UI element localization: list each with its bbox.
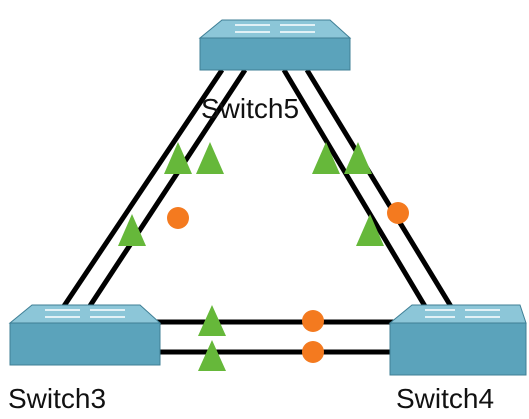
switch5-label: Switch5 — [201, 93, 299, 124]
switch4-port-arrows-icon — [425, 309, 500, 318]
blocking-circle-icon — [302, 341, 324, 363]
forwarding-triangle-icon — [196, 142, 224, 174]
forwarding-triangle-icon — [198, 340, 226, 371]
forwarding-triangle-icon — [198, 305, 226, 336]
switch3-front-face — [9, 322, 161, 366]
forwarding-port-indicators — [118, 142, 384, 371]
blocking-circle-icon — [302, 310, 324, 332]
link-switch5-switch4-b[interactable] — [304, 68, 461, 320]
blocking-circle-icon — [167, 207, 189, 229]
switch4-device[interactable] — [388, 304, 527, 376]
switch3-device[interactable] — [8, 304, 162, 366]
link-switch5-switch3-a[interactable] — [53, 68, 225, 320]
switch3-label: Switch3 — [8, 383, 106, 414]
blocking-port-indicators — [167, 202, 409, 363]
forwarding-triangle-icon — [118, 214, 146, 246]
switch5-front-face — [199, 37, 351, 71]
blocking-circle-icon — [387, 202, 409, 224]
switch3-top-face — [8, 304, 162, 324]
link-switch5-switch4-a[interactable] — [281, 68, 435, 320]
forwarding-triangle-icon — [312, 142, 340, 174]
switch4-top-face — [388, 304, 527, 324]
switch3-port-arrows-icon — [45, 309, 125, 318]
forwarding-triangle-icon — [164, 142, 192, 174]
link-switch5-switch3-b[interactable] — [79, 68, 248, 320]
switch5-port-arrows-icon — [235, 24, 315, 33]
links — [53, 68, 461, 355]
switch4-label: Switch4 — [396, 383, 494, 414]
switch5-top-face — [198, 19, 352, 39]
forwarding-triangle-icon — [344, 142, 372, 174]
switch4-front-face — [389, 322, 527, 376]
switch5-device[interactable] — [198, 19, 352, 71]
forwarding-triangle-icon — [356, 214, 384, 246]
